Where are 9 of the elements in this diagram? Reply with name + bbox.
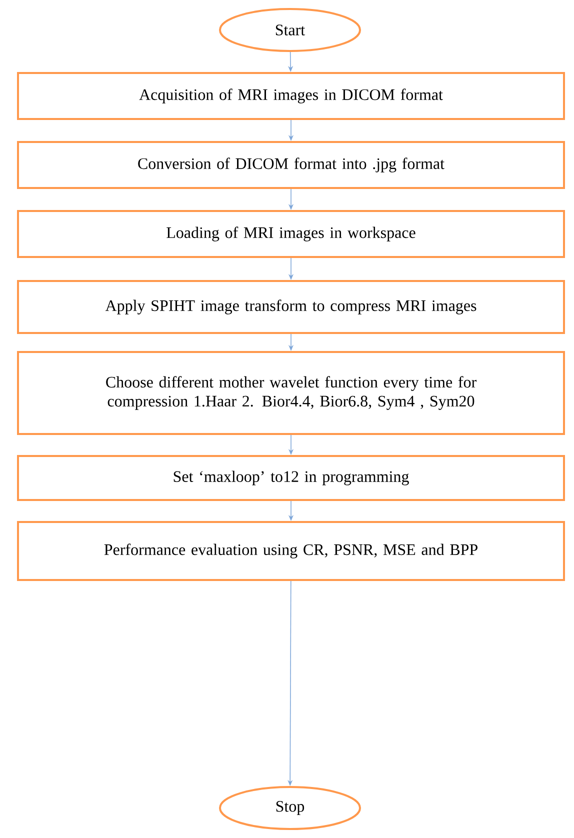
process-box: Acquisition of MRI images in DICOM format bbox=[17, 72, 565, 120]
process-box: Set ‘maxloop’ to12 in programming bbox=[17, 455, 565, 501]
process-box: Loading of MRI images in workspace bbox=[17, 210, 565, 258]
process-box: Conversion of DICOM format into .jpg format bbox=[17, 141, 565, 189]
process-box: Performance evaluation using CR, PSNR, MSE and BPP bbox=[17, 521, 565, 581]
process-box: Apply SPIHT image transform to compress MRI images bbox=[17, 280, 565, 334]
process-box: Choose different mother wavelet function every time for compression 1.Haar 2. Bior4.4, Bior6.8, Sym4 , Sym20 bbox=[17, 351, 565, 435]
terminal-oval: Start bbox=[219, 8, 361, 52]
terminal-oval: Stop bbox=[219, 786, 361, 830]
